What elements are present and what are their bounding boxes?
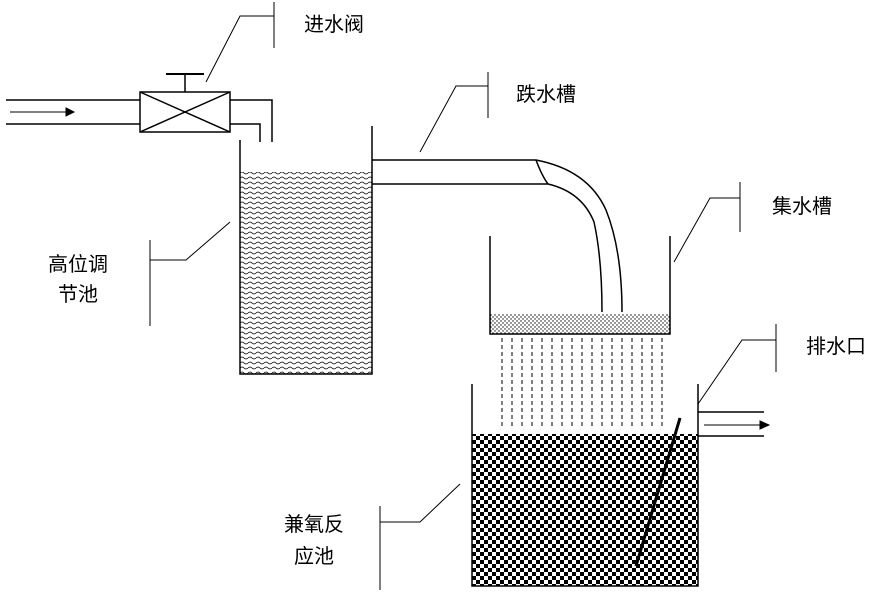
- inlet-pipe: [6, 99, 140, 125]
- head-tank-label-line2: 节池: [58, 282, 98, 306]
- outlet-label: 排水口: [806, 334, 866, 358]
- collection-channel: [489, 236, 671, 335]
- collection-channel-label: 集水槽: [772, 194, 832, 218]
- inlet-valve-label: 进水阀: [304, 12, 364, 36]
- reactor-pipe: [634, 417, 682, 567]
- head-tank: [239, 126, 373, 375]
- leader-lines: [149, 2, 777, 590]
- drop-channel-label: 跌水槽: [516, 82, 576, 106]
- valve-to-tank-pipe: [230, 99, 273, 142]
- head-tank-label-line1: 高位调: [48, 252, 108, 276]
- reactor-label-line2: 应池: [294, 544, 334, 568]
- reactor-label-line1: 兼氧反: [284, 512, 344, 536]
- inlet-valve: [139, 73, 231, 133]
- water-streams: [501, 338, 663, 428]
- outlet-pipe: [698, 411, 771, 437]
- drop-channel-pipe: [372, 159, 623, 313]
- reactor-tank: [471, 384, 699, 587]
